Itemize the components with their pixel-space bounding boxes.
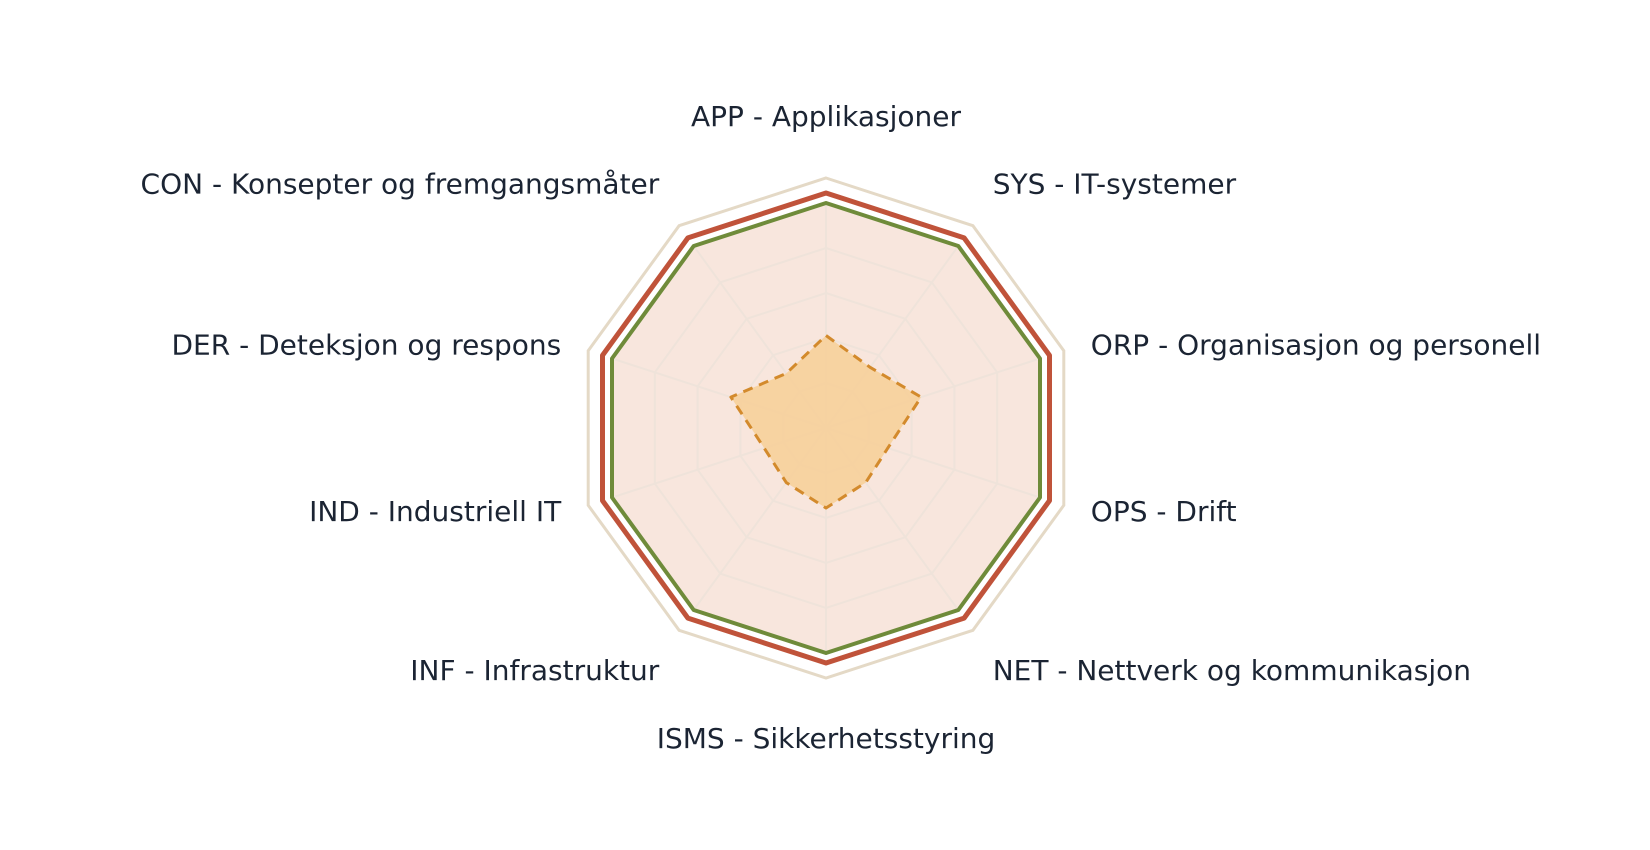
axis-label-3: OPS - Drift <box>1091 495 1237 528</box>
axis-label-8: DER - Deteksjon og respons <box>171 328 561 361</box>
axis-label-2: ORP - Organisasjon og personell <box>1091 328 1541 361</box>
radar-series-solid-1 <box>600 190 1052 666</box>
axis-label-0: APP - Applikasjoner <box>691 100 961 133</box>
radar-series-solid-2 <box>610 201 1042 655</box>
radar-series-dashed-3 <box>729 334 923 510</box>
axis-label-6: INF - Infrastruktur <box>410 654 660 687</box>
axis-label-7: IND - Industriell IT <box>309 495 562 528</box>
radar-series <box>586 176 1066 680</box>
axis-label-1: SYS - IT-systemer <box>993 167 1237 200</box>
axis-label-5: ISMS - Sikkerhetsstyring <box>657 722 996 755</box>
axis-label-4: NET - Nettverk og kommunikasjon <box>993 654 1471 687</box>
axis-label-9: CON - Konsepter og fremgangsmåter <box>141 167 660 200</box>
radar-series-outer-ring-0 <box>586 176 1066 680</box>
